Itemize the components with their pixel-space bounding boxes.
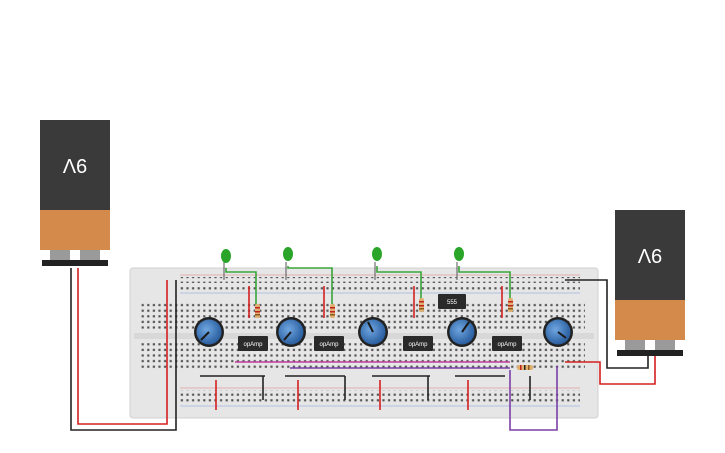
opamp-chip-4[interactable]: opAmp [492,336,522,351]
led[interactable] [372,247,422,298]
potentiometers[interactable] [194,317,573,347]
left-battery-wires[interactable] [70,268,177,431]
chip-label: opAmp [408,342,428,348]
top-rail-2[interactable] [180,285,580,291]
battery-left-label: 9V [62,154,87,176]
resistor[interactable] [508,298,513,312]
resistor-horizontal[interactable] [517,365,533,370]
chip-label: 555 [447,300,458,306]
battery-right[interactable]: 9V [615,210,685,356]
purple-loop-wire[interactable] [509,366,558,431]
resistor[interactable] [255,304,260,318]
chip-label: opAmp [319,342,339,348]
resistors[interactable] [255,298,533,370]
board-jumpers[interactable] [200,286,558,431]
battery-left[interactable]: 9V [40,120,110,266]
chips[interactable]: opAmp opAmp opAmp opAmp 555 [238,294,522,351]
led[interactable] [283,247,333,304]
led[interactable] [454,247,511,298]
opamp-chip-2[interactable]: opAmp [314,336,344,351]
potentiometer[interactable] [358,317,388,347]
opamp-chip-3[interactable]: opAmp [403,336,433,351]
potentiometer[interactable] [543,317,573,347]
chip-label: opAmp [243,342,263,348]
ground-wire-right[interactable] [565,279,649,369]
leds[interactable] [221,247,511,304]
top-rail-1[interactable] [180,277,580,283]
battery-right-label: 9V [637,244,662,266]
power-wire-right[interactable] [565,356,656,385]
resistor[interactable] [330,304,335,318]
ground-wire-left[interactable] [70,268,177,431]
right-battery-wires[interactable] [565,279,656,385]
resistor[interactable] [419,298,424,312]
timer-555-chip[interactable]: 555 [438,294,466,309]
opamp-chip-1[interactable]: opAmp [238,336,268,351]
potentiometer[interactable] [447,317,477,347]
led[interactable] [221,249,257,304]
power-wire-left[interactable] [77,268,168,425]
potentiometer[interactable] [194,317,224,347]
potentiometer[interactable] [276,317,306,347]
chip-label: opAmp [497,342,517,348]
